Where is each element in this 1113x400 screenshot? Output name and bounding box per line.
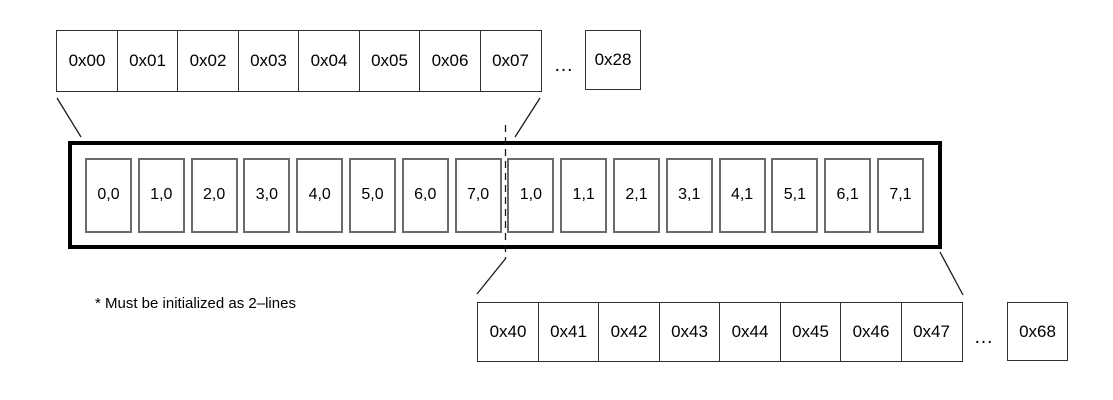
footnote-text: * Must be initialized as 2–lines [95, 295, 296, 312]
buffer-cell-10: 2,1 [612, 157, 660, 233]
bottom-address-row: 0x40 0x41 0x42 0x43 0x44 0x45 0x46 0x47 [477, 302, 963, 362]
address-cell-0x41: 0x41 [537, 302, 600, 362]
connector-line-top-right [514, 97, 541, 138]
address-cell-0x40: 0x40 [477, 302, 539, 362]
address-cell-0x68: 0x68 [1007, 302, 1068, 361]
buffer-cell-12: 4,1 [718, 157, 766, 233]
buffer-cell-8: 1,0 [507, 157, 555, 233]
address-cell-0x02: 0x02 [177, 30, 239, 92]
buffer-cell-14: 6,1 [824, 157, 872, 233]
address-cell-0x44: 0x44 [719, 302, 781, 362]
connector-line-top-left [56, 97, 82, 138]
connector-line-bottom-right [939, 251, 964, 296]
top-address-row: 0x00 0x01 0x02 0x03 0x04 0x05 0x06 0x07 [56, 30, 542, 92]
address-cell-0x03: 0x03 [237, 30, 300, 92]
buffer-cell-6: 6,0 [401, 157, 449, 233]
buffer-cell-11: 3,1 [665, 157, 713, 233]
buffer-cell-4: 4,0 [296, 157, 344, 233]
address-cell-0x45: 0x45 [779, 302, 842, 362]
address-cell-0x47: 0x47 [900, 302, 963, 362]
buffer-cell-2: 2,0 [190, 157, 238, 233]
buffer-cell-3: 3,0 [243, 157, 291, 233]
buffer-cell-1: 1,0 [137, 157, 185, 233]
buffer-cell-0: 0,0 [85, 157, 132, 233]
address-cell-0x00: 0x00 [56, 30, 118, 92]
address-cell-0x04: 0x04 [298, 30, 360, 92]
address-cell-0x06: 0x06 [419, 30, 481, 92]
buffer-cell-15: 7,1 [876, 157, 924, 233]
address-cell-0x42: 0x42 [598, 302, 660, 362]
address-cell-0x07: 0x07 [479, 30, 542, 92]
address-cell-0x46: 0x46 [840, 302, 902, 362]
buffer-cell-13: 5,1 [771, 157, 819, 233]
buffer-cell-9: 1,1 [560, 157, 608, 233]
address-cell-0x05: 0x05 [358, 30, 421, 92]
connector-line-bottom-left [476, 257, 507, 295]
address-cell-0x01: 0x01 [116, 30, 179, 92]
address-cell-0x43: 0x43 [658, 302, 721, 362]
buffer-cell-5: 5,0 [348, 157, 396, 233]
buffer-cell-7: 7,0 [454, 157, 502, 233]
top-ellipsis: ... [554, 55, 574, 76]
bottom-ellipsis: ... [974, 327, 994, 348]
address-cell-0x28: 0x28 [585, 30, 641, 90]
two-line-buffer-frame: 0,0 1,0 2,0 3,0 4,0 5,0 6,0 7,0 1,0 1,1 … [68, 141, 942, 249]
